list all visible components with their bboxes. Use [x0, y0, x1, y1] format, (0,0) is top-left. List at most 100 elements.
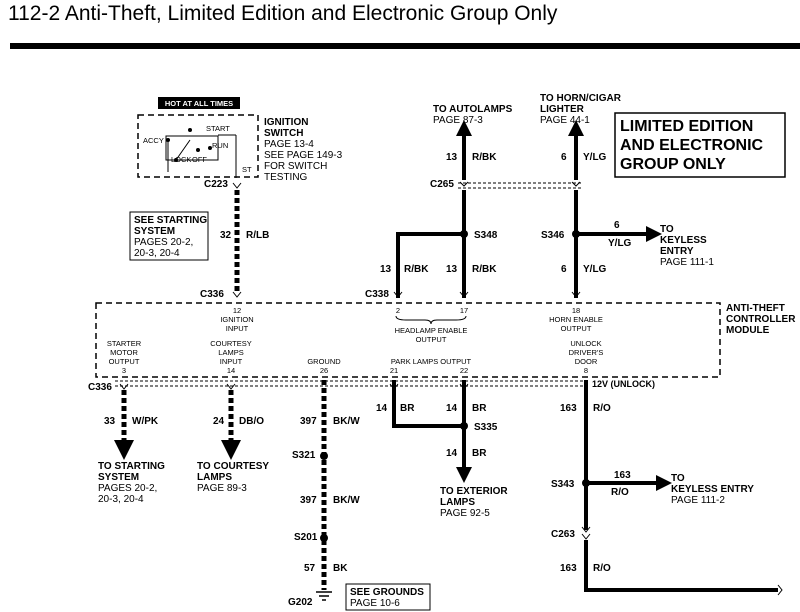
wire-397a-num: 397	[300, 416, 317, 427]
unlock-12v-label: 12V (UNLOCK)	[592, 379, 655, 389]
wire-33-num: 33	[104, 416, 116, 427]
to-horn: TO HORN/CIGAR	[540, 93, 622, 104]
courtesy-label-3: INPUT	[220, 357, 243, 366]
pin-17: 17	[460, 306, 468, 315]
pin-14: 14	[227, 366, 235, 375]
to-starting-3: PAGES 20-2,	[98, 483, 157, 494]
to-starting-1: TO STARTING	[98, 461, 165, 472]
ground-label: GROUND	[307, 357, 341, 366]
wire-6a-color: Y/LG	[583, 152, 607, 163]
wire-24-num: 24	[213, 416, 225, 427]
autolamps-page: PAGE 87-3	[433, 115, 483, 126]
wire-163-bottom	[584, 540, 778, 592]
see-starting-box: SEE STARTING SYSTEM PAGES 20-2, 20-3, 20…	[129, 211, 209, 261]
wire-33-color: W/PK	[132, 416, 159, 427]
page-title: 112-2 Anti-Theft, Limited Edition and El…	[8, 2, 558, 25]
to-courtesy-3: PAGE 89-3	[197, 483, 247, 494]
wire-13c-color: R/BK	[472, 264, 497, 275]
wire-163c-num: 163	[560, 563, 577, 574]
ignition-see-page: SEE PAGE 149-3	[264, 150, 343, 161]
to-starting-4: 20-3, 20-4	[98, 494, 144, 505]
starter-label-3: OUTPUT	[109, 357, 140, 366]
splice-s348: S348	[474, 230, 498, 241]
unlock-label-1: UNLOCK	[570, 339, 601, 348]
wire-14b-num: 14	[446, 403, 458, 414]
see-grounds-2: PAGE 10-6	[350, 598, 400, 609]
horn-enable-2: OUTPUT	[561, 324, 592, 333]
connector-c338: C338	[365, 289, 389, 300]
run-label: RUN	[212, 141, 228, 150]
hot-at-all-times-label: HOT AT ALL TIMES	[165, 99, 233, 108]
keyless-top-4: PAGE 111-1	[660, 257, 714, 268]
wire-32-color: R/LB	[246, 230, 269, 241]
wire-24-color: DB/O	[239, 416, 264, 427]
to-autolamps: TO AUTOLAMPS	[433, 104, 513, 115]
wire-14c-num: 14	[446, 448, 458, 459]
to-courtesy-1: TO COURTESY	[197, 461, 269, 472]
unlock-label-3: DOOR	[575, 357, 598, 366]
to-exterior-3: PAGE 92-5	[440, 508, 490, 519]
keyless-bottom-3: PAGE 111-2	[671, 495, 725, 506]
start-label: START	[206, 124, 230, 133]
wire-14a-num: 14	[376, 403, 388, 414]
unlock-label-2: DRIVER'S	[569, 348, 604, 357]
see-starting-1: SEE STARTING	[134, 215, 207, 226]
pin-26: 26	[320, 366, 328, 375]
splice-s343: S343	[551, 479, 575, 490]
anti-theft-module-box	[95, 302, 721, 378]
wire-163b-color: R/O	[611, 487, 629, 498]
ignition-input-2: INPUT	[226, 324, 249, 333]
see-starting-4: 20-3, 20-4	[134, 248, 180, 259]
wire-14c-color: BR	[472, 448, 487, 459]
limited-line-1: LIMITED EDITION	[620, 118, 753, 135]
ground-symbol-icon	[316, 591, 332, 601]
limited-line-3: GROUP ONLY	[620, 156, 726, 173]
title-rule	[10, 43, 800, 49]
horn-enable-1: HORN ENABLE	[549, 315, 603, 324]
module-name-3: MODULE	[726, 325, 770, 336]
limited-edition-box: LIMITED EDITION AND ELECTRONIC GROUP ONL…	[614, 112, 786, 178]
connector-c265: C265	[430, 179, 454, 190]
accy-label: ACCY	[143, 136, 164, 145]
wire-32-num: 32	[220, 230, 232, 241]
wire-6b-num: 6	[614, 220, 620, 231]
keyless-bottom-2: KEYLESS ENTRY	[671, 484, 754, 495]
wire-13-left	[396, 232, 464, 298]
lock-label: LOCK	[171, 155, 191, 164]
off-label: OFF	[192, 155, 207, 164]
park-lamps-output: PARK LAMPS OUTPUT	[391, 357, 472, 366]
connector-c223: C223	[204, 179, 228, 190]
pin-2: 2	[396, 306, 400, 315]
starter-label-2: MOTOR	[110, 348, 138, 357]
to-exterior-1: TO EXTERIOR	[440, 486, 508, 497]
wire-13b-color: R/BK	[404, 264, 429, 275]
connector-c336-bottom: C336	[88, 382, 112, 393]
ground-g202: G202	[288, 597, 313, 608]
wire-6b-color: Y/LG	[608, 238, 632, 249]
horn-lighter: LIGHTER	[540, 104, 585, 115]
connector-c336-top: C336	[200, 289, 224, 300]
keyless-top-2: KEYLESS	[660, 235, 707, 246]
see-starting-2: SYSTEM	[134, 226, 175, 237]
see-starting-3: PAGES 20-2,	[134, 237, 193, 248]
wire-57-num: 57	[304, 563, 316, 574]
wire-57-color: BK	[333, 563, 348, 574]
ignition-testing: TESTING	[264, 172, 308, 183]
splice-s201: S201	[294, 532, 318, 543]
courtesy-label-2: LAMPS	[218, 348, 243, 357]
keyless-top-3: ENTRY	[660, 246, 694, 257]
pin-8: 8	[584, 366, 588, 375]
splice-s346: S346	[541, 230, 565, 241]
wire-14a-color: BR	[400, 403, 415, 414]
pin-22: 22	[460, 366, 468, 375]
pin-3: 3	[122, 366, 126, 375]
see-grounds-box: SEE GROUNDS PAGE 10-6	[345, 583, 431, 611]
limited-line-2: AND ELECTRONIC	[620, 137, 764, 154]
wire-6c-num: 6	[561, 264, 567, 275]
see-grounds-1: SEE GROUNDS	[350, 587, 424, 598]
wire-13b-num: 13	[380, 264, 392, 275]
starter-label-1: STARTER	[107, 339, 142, 348]
to-exterior-2: LAMPS	[440, 497, 475, 508]
to-starting-2: SYSTEM	[98, 472, 139, 483]
